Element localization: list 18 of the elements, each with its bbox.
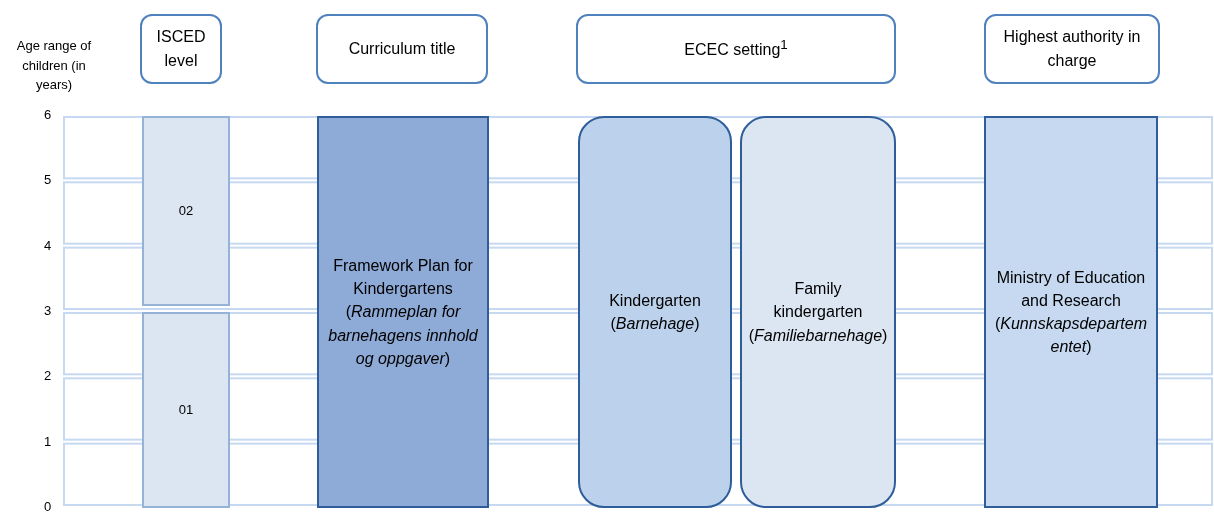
column-header: ECEC setting$^{1}$ (576, 14, 896, 84)
column-header: Highest authority in charge (984, 14, 1160, 84)
setting-bar: Kindergarten (Barnehage) (578, 116, 732, 508)
authority-bar: Ministry of Education and Research (Kunnskapsdepartementet) (984, 116, 1158, 508)
column-header: Curriculum title (316, 14, 488, 84)
tick-label: 1 (44, 433, 52, 449)
tick-label: 2 (44, 368, 52, 384)
axis-title: Age range of children (in years) (15, 37, 93, 94)
curriculum-bar: Framework Plan for Kindergartens (Rammeplan for barnehagens innhold og oppgaver) (317, 116, 489, 508)
isced-level-bar: 01 (142, 312, 230, 508)
column-header: ISCED level (140, 14, 222, 84)
tick-label: 4 (44, 237, 52, 253)
tick-label: 6 (44, 107, 52, 122)
tick-label: 3 (44, 303, 52, 318)
isced-level-bar: 02 (142, 116, 230, 306)
setting-bar: Family kindergarten (Familiebarnehage) (740, 116, 896, 508)
tick-label: 5 (44, 172, 52, 188)
tick-label: 0 (44, 498, 52, 513)
